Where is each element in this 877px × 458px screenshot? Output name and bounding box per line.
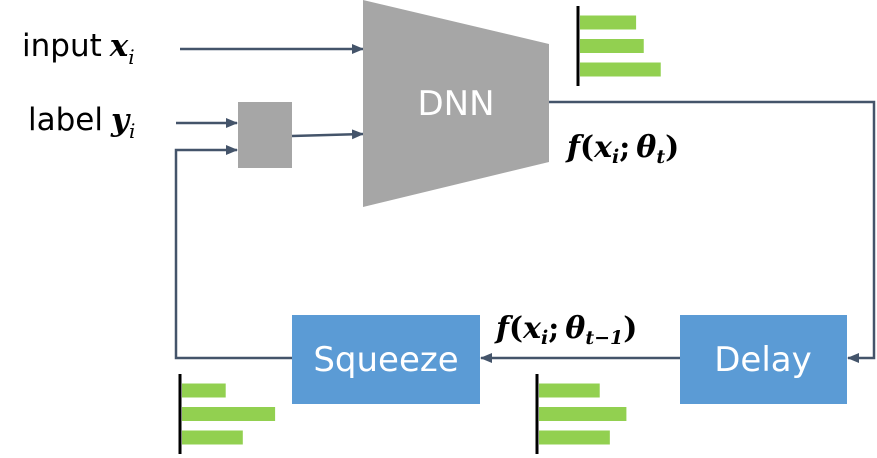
dnn-hist-bar bbox=[580, 62, 661, 77]
output-formula: f(xi;θt) bbox=[565, 130, 679, 168]
dnn-node bbox=[363, 0, 549, 207]
delay-hist-bar bbox=[539, 407, 627, 421]
merge-block bbox=[238, 102, 292, 168]
squeeze-hist-bar bbox=[182, 383, 226, 398]
squeeze-feedback-connector bbox=[174, 145, 292, 360]
squeeze-hist-bar bbox=[182, 407, 276, 421]
dnn-label: DNN bbox=[417, 84, 494, 124]
dnn-to-delay-connector bbox=[548, 100, 876, 363]
squeezed-output-histogram bbox=[178, 374, 276, 454]
delayed-formula: f(xi;θt−1) bbox=[494, 311, 637, 349]
squeeze-node bbox=[292, 315, 480, 404]
delay-hist-bar bbox=[539, 383, 600, 398]
dnn-output-histogram bbox=[576, 6, 661, 86]
delay-hist-bar bbox=[539, 430, 610, 445]
delayed-output-histogram bbox=[535, 374, 627, 454]
dnn-hist-bar bbox=[580, 39, 644, 53]
squeeze-hist-bar bbox=[182, 430, 243, 445]
delay-label: Delay bbox=[714, 340, 812, 380]
squeeze-label: Squeeze bbox=[313, 340, 458, 380]
merge-to-dnn-arrow bbox=[291, 129, 364, 140]
dnn-hist-bar bbox=[580, 15, 637, 30]
delay-node bbox=[680, 315, 847, 404]
